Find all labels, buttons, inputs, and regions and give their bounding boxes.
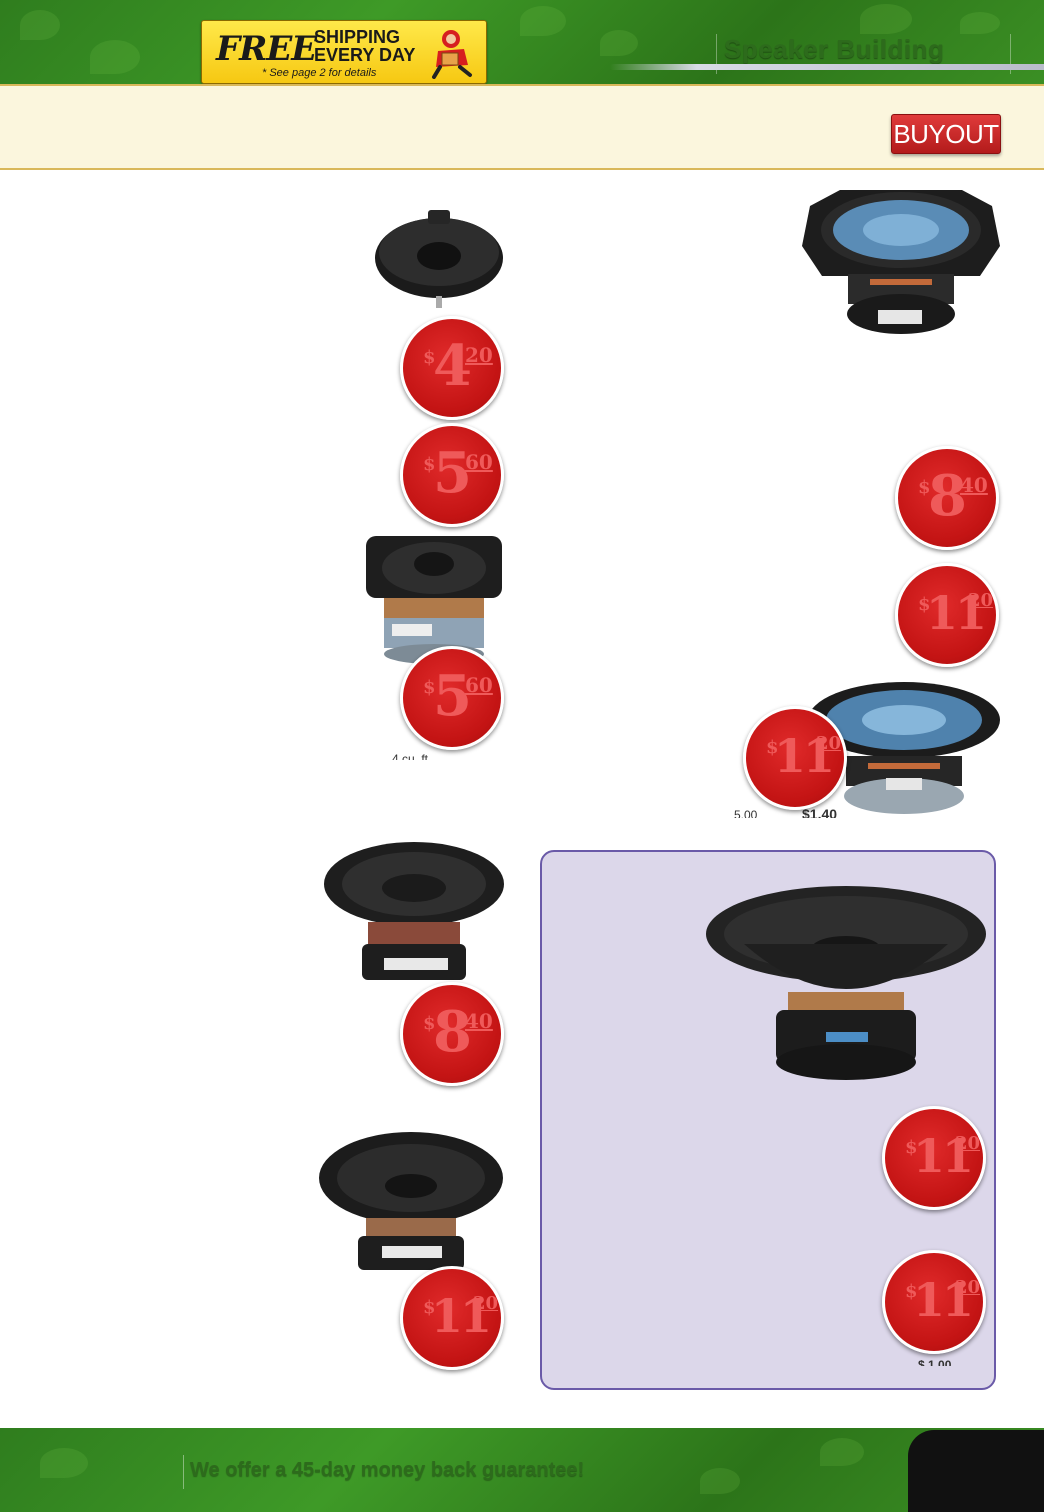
price-dollars: 11: [913, 1129, 974, 1183]
price-badge: $ 5 60: [400, 423, 504, 527]
capacity-fragment: 4 cu. ft.: [392, 752, 432, 760]
price-dollar: $: [423, 677, 436, 698]
price-dollar: $: [423, 347, 436, 368]
price-fragment: $ 1.00: [918, 1358, 952, 1366]
price-dollar: $: [423, 1013, 436, 1034]
price-cents: 20: [816, 733, 842, 754]
black-woofer-image[interactable]: [316, 1128, 506, 1278]
price-dollars: 5: [433, 663, 472, 729]
price-fragment: $1.40: [802, 806, 838, 818]
price-dollar: $: [766, 737, 779, 758]
price-dollar: $: [905, 1137, 918, 1158]
price-dollars: 11: [926, 586, 987, 640]
header-swoosh: [610, 64, 1044, 70]
section-title: Speaker Building: [724, 34, 945, 64]
price-dollar: $: [918, 594, 931, 615]
leaf-decoration: [960, 12, 1000, 34]
leaf-decoration: [520, 6, 566, 36]
leaf-decoration: [820, 1438, 864, 1466]
price-fragment: 5.00: [734, 808, 758, 818]
price-badge: $ 11 20: [882, 1250, 986, 1354]
blue-cone-woofer-image[interactable]: [800, 186, 1002, 338]
free-shipping-badge[interactable]: FREE SHIPPING EVERY DAY * See page 2 for…: [201, 20, 487, 84]
footer-divider: [183, 1455, 184, 1489]
header-band: [0, 0, 1044, 84]
price-dollar: $: [918, 477, 931, 498]
price-badge: $ 11 20: [882, 1106, 986, 1210]
price-cents: 40: [465, 1009, 493, 1033]
price-dollars: 11: [431, 1289, 492, 1343]
price-dollars: 11: [913, 1273, 974, 1327]
price-badge: $ 8 40: [895, 446, 999, 550]
title-divider: [716, 34, 717, 74]
leaf-decoration: [700, 1468, 740, 1494]
price-badge: $ 11 20: [895, 563, 999, 667]
leaf-decoration: [40, 1448, 88, 1478]
leaf-decoration: [600, 30, 638, 56]
page-number-tab: [908, 1430, 1044, 1512]
price-cents: 60: [465, 673, 493, 697]
leaf-decoration: [20, 10, 60, 40]
leaf-decoration: [860, 4, 912, 34]
delivery-mascot-icon: [432, 30, 472, 79]
price-badge: $ 8 40: [400, 982, 504, 1086]
leaf-decoration: [90, 40, 140, 74]
large-woofer-image[interactable]: [704, 884, 988, 1084]
price-cents: 20: [955, 1133, 981, 1154]
price-cents: 20: [465, 343, 493, 367]
free-label: FREE: [216, 29, 317, 69]
black-woofer-image[interactable]: [322, 840, 506, 990]
price-dollars: 8: [928, 463, 967, 529]
buyout-badge: BUYOUT: [891, 114, 1001, 154]
price-badge: $ 11 20: [400, 1266, 504, 1370]
footer-band: [0, 1428, 1044, 1512]
price-cents: 20: [968, 590, 994, 611]
price-badge: $ 5 60: [400, 646, 504, 750]
tweeter-image[interactable]: [372, 206, 506, 310]
price-dollar: $: [423, 1297, 436, 1318]
price-badge: $ 11 20: [743, 706, 847, 810]
shipping-label: SHIPPING: [314, 27, 401, 47]
price-cents: 20: [473, 1293, 499, 1314]
price-badge: $ 4 20: [400, 316, 504, 420]
price-dollars: 11: [774, 729, 835, 783]
price-dollar: $: [905, 1281, 918, 1302]
price-cents: 40: [960, 473, 988, 497]
guarantee-text: We offer a 45-day money back guarantee!: [190, 1459, 585, 1481]
title-divider: [1010, 34, 1011, 74]
every-day-label: EVERY DAY: [314, 45, 416, 65]
blue-cone-woofer-image[interactable]: [806, 680, 1002, 818]
price-dollars: 8: [433, 999, 472, 1065]
shipping-note: * See page 2 for details: [262, 67, 377, 79]
price-cents: 20: [955, 1277, 981, 1298]
full-range-speaker-image[interactable]: [362, 534, 506, 666]
price-dollars: 4: [433, 333, 472, 399]
price-cents: 60: [465, 450, 493, 474]
intro-band: [0, 84, 1044, 170]
price-dollar: $: [423, 454, 436, 475]
price-dollars: 5: [433, 440, 472, 506]
